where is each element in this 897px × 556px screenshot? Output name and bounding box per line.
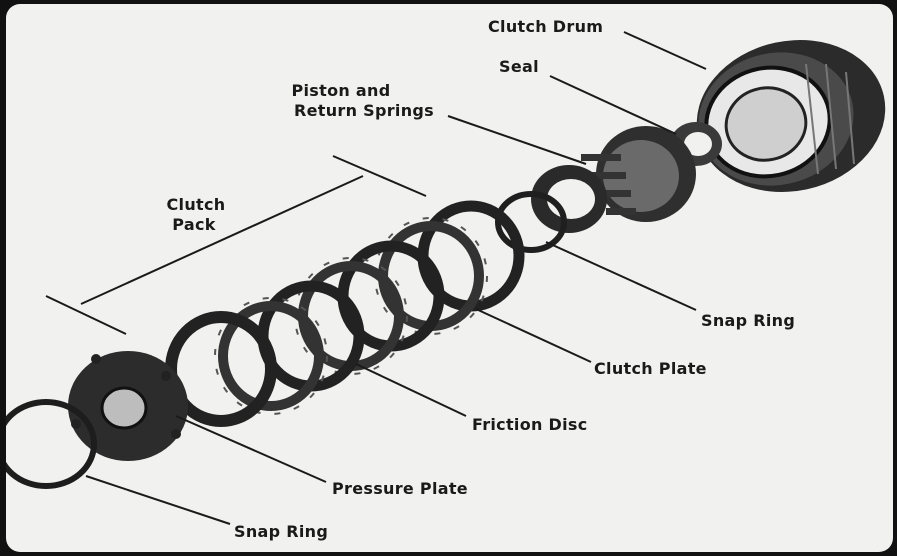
leader-lines: [45, 31, 707, 525]
label-snap-ring-lower: Snap Ring: [234, 522, 328, 541]
leader-friction-disc: [355, 363, 467, 417]
label-piston-line2: Return Springs: [294, 101, 434, 120]
label-clutch-drum: Clutch Drum: [488, 17, 603, 36]
snap-ring-lower: [6, 399, 97, 489]
leader-seal: [549, 75, 677, 135]
piston-inner-ring: [531, 165, 607, 233]
leader-clutch-drum: [623, 31, 707, 70]
diagram-card: Clutch Drum Seal Piston and Return Sprin…: [6, 4, 893, 552]
label-friction-disc: Friction Disc: [472, 415, 588, 434]
label-clutch-plate: Clutch Plate: [594, 359, 707, 378]
clutch-pack-bracket-top: [332, 155, 427, 197]
label-clutch-pack-line1: Clutch: [167, 195, 226, 214]
leader-snap-ring-lower: [85, 475, 231, 525]
label-snap-ring-upper: Snap Ring: [701, 311, 795, 330]
leader-pressure-plate: [175, 415, 327, 483]
label-pressure-plate: Pressure Plate: [332, 479, 468, 498]
label-seal: Seal: [499, 57, 539, 76]
label-clutch-pack-line2: Pack: [172, 215, 215, 234]
piston-and-return-springs: [581, 126, 696, 222]
clutch-exploded-diagram: Clutch Drum Seal Piston and Return Sprin…: [6, 17, 886, 541]
pressure-plate: [68, 351, 188, 461]
friction-disc: [214, 297, 328, 415]
leader-piston: [447, 115, 587, 165]
clutch-drum: [696, 40, 886, 192]
clutch-pack: [165, 200, 525, 427]
label-piston-line1: Piston and: [292, 81, 391, 100]
clutch-pack-bracket-bottom: [45, 295, 127, 335]
leader-snap-ring-upper: [545, 241, 697, 311]
snap-ring-upper: [495, 191, 567, 253]
clutch-pack-bracket-spine: [80, 175, 364, 305]
leader-clutch-plate: [475, 308, 592, 363]
